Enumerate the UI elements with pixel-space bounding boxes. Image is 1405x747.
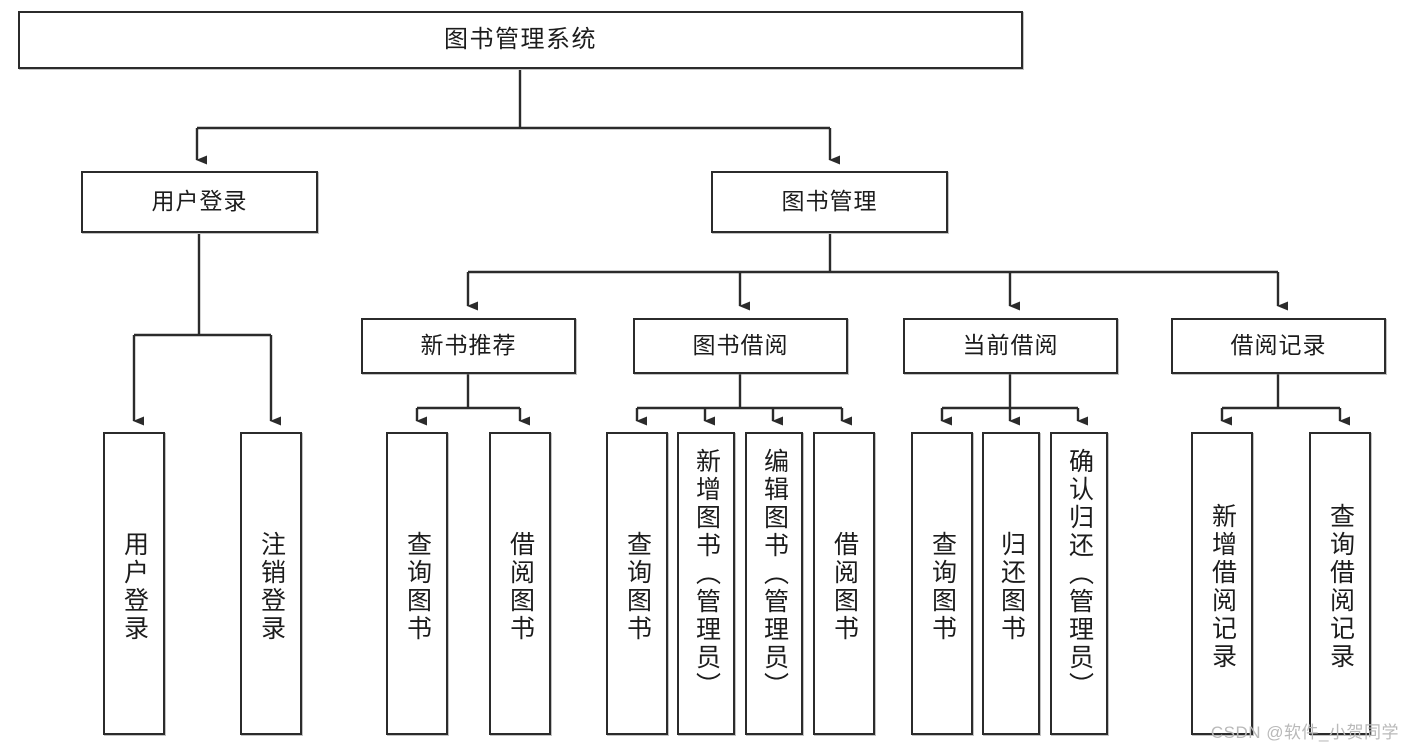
leaf-confirm-return-admin[interactable]: 确认归还（管理员） <box>1050 432 1108 735</box>
leaf-add-book-admin-label: 新增图书（管理员） <box>692 448 721 700</box>
leaf-borrow-book-2-label: 借阅图书 <box>830 530 859 643</box>
node-current-borrow-label: 当前借阅 <box>962 332 1059 359</box>
node-borrow-record[interactable]: 借阅记录 <box>1171 318 1386 374</box>
leaf-query-book-1-wrap: 查询图书 <box>388 440 446 733</box>
leaf-return-book-label: 归还图书 <box>997 530 1026 643</box>
leaf-edit-book-admin[interactable]: 编辑图书（管理员） <box>745 432 803 735</box>
leaf-query-book-1[interactable]: 查询图书 <box>386 432 448 735</box>
leaf-add-borrow-record[interactable]: 新增借阅记录 <box>1191 432 1253 735</box>
leaf-confirm-return-admin-wrap: 确认归还（管理员） <box>1052 440 1106 733</box>
node-current-borrow[interactable]: 当前借阅 <box>903 318 1118 374</box>
node-book-borrow-label: 图书借阅 <box>692 332 789 359</box>
leaf-query-book-2-wrap: 查询图书 <box>608 440 666 733</box>
leaf-borrow-book-2[interactable]: 借阅图书 <box>813 432 875 735</box>
leaf-edit-book-admin-wrap: 编辑图书（管理员） <box>747 440 801 733</box>
node-borrow-record-label: 借阅记录 <box>1230 332 1327 359</box>
leaf-return-book-wrap: 归还图书 <box>984 440 1038 733</box>
leaf-logout-login-wrap: 注销登录 <box>242 440 300 733</box>
leaf-user-login[interactable]: 用户登录 <box>103 432 165 735</box>
leaf-borrow-book-1-label: 借阅图书 <box>506 530 535 643</box>
leaf-borrow-book-1[interactable]: 借阅图书 <box>489 432 551 735</box>
leaf-borrow-book-1-wrap: 借阅图书 <box>491 440 549 733</box>
watermark: CSDN @软件_小贺同学 <box>1210 723 1399 742</box>
node-new-book-recommend[interactable]: 新书推荐 <box>361 318 576 374</box>
leaf-query-book-2-label: 查询图书 <box>623 530 652 643</box>
leaf-add-borrow-record-wrap: 新增借阅记录 <box>1193 440 1251 733</box>
leaf-query-book-1-label: 查询图书 <box>403 530 432 643</box>
leaf-query-book-3[interactable]: 查询图书 <box>911 432 973 735</box>
leaf-query-borrow-record-label: 查询借阅记录 <box>1326 502 1355 671</box>
leaf-return-book[interactable]: 归还图书 <box>982 432 1040 735</box>
leaf-confirm-return-admin-label: 确认归还（管理员） <box>1065 448 1094 700</box>
leaf-query-borrow-record-wrap: 查询借阅记录 <box>1311 440 1369 733</box>
node-book-manage-label: 图书管理 <box>781 188 878 215</box>
leaf-add-book-admin[interactable]: 新增图书（管理员） <box>677 432 735 735</box>
leaf-add-borrow-record-label: 新增借阅记录 <box>1208 502 1237 671</box>
node-book-borrow[interactable]: 图书借阅 <box>633 318 848 374</box>
leaf-edit-book-admin-label: 编辑图书（管理员） <box>760 448 789 700</box>
node-user-login-label: 用户登录 <box>151 188 248 215</box>
node-book-manage[interactable]: 图书管理 <box>711 171 948 233</box>
leaf-query-book-3-label: 查询图书 <box>928 530 957 643</box>
leaf-borrow-book-2-wrap: 借阅图书 <box>815 440 873 733</box>
node-root-label: 图书管理系统 <box>444 25 597 53</box>
leaf-add-book-admin-wrap: 新增图书（管理员） <box>679 440 733 733</box>
node-new-book-recommend-label: 新书推荐 <box>420 332 517 359</box>
node-root[interactable]: 图书管理系统 <box>18 11 1023 69</box>
node-user-login[interactable]: 用户登录 <box>81 171 318 233</box>
leaf-user-login-label: 用户登录 <box>120 530 149 643</box>
leaf-query-book-3-wrap: 查询图书 <box>913 440 971 733</box>
leaf-logout-login[interactable]: 注销登录 <box>240 432 302 735</box>
leaf-query-borrow-record[interactable]: 查询借阅记录 <box>1309 432 1371 735</box>
leaf-query-book-2[interactable]: 查询图书 <box>606 432 668 735</box>
leaf-user-login-wrap: 用户登录 <box>105 440 163 733</box>
leaf-logout-login-label: 注销登录 <box>257 530 286 643</box>
